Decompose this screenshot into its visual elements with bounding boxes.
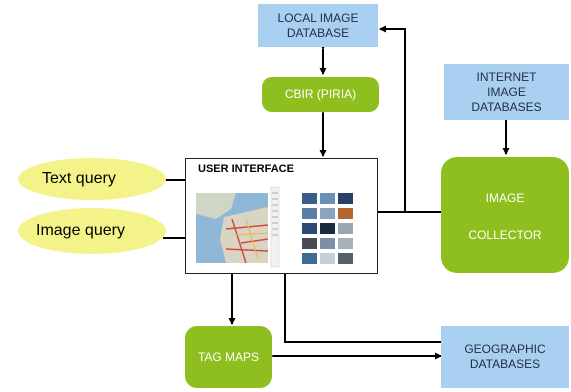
image-collector-label-1: IMAGE (485, 191, 525, 205)
image-collector-label-2: COLLECTOR (468, 228, 542, 242)
text-query-oval: Text query (18, 158, 166, 200)
local-image-database-node: LOCAL IMAGE DATABASE (258, 4, 378, 47)
ui-thumbnail-screenshot (196, 186, 353, 268)
user-interface-title: USER INTERFACE (198, 163, 294, 175)
image-query-oval: Image query (18, 208, 166, 254)
arrow-collector-localdb (379, 25, 441, 213)
geographic-databases-node: GEOGRAPHIC DATABASES (441, 326, 569, 388)
tag-maps-node: TAG MAPS (185, 326, 272, 388)
internet-image-databases-node: INTERNET IMAGE DATABASES (444, 64, 569, 120)
cbir-node: CBIR (PIRIA) (262, 77, 379, 112)
image-collector-node: IMAGE COLLECTOR (441, 157, 569, 273)
user-interface-node: USER INTERFACE (185, 158, 378, 274)
